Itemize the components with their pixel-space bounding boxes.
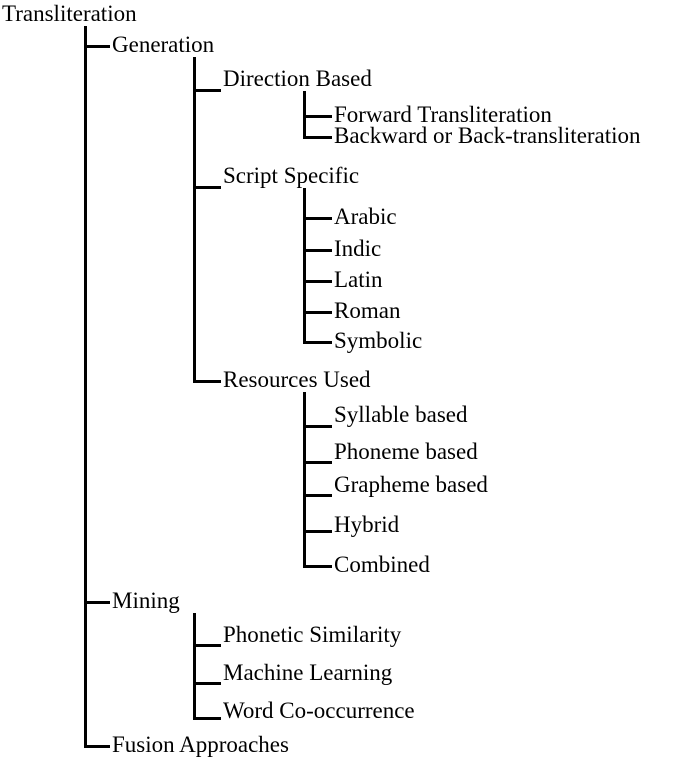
node-transliteration: Transliteration [2, 1, 137, 26]
connector-mining-to-machine-learning [193, 682, 221, 685]
node-word-cooccurrence: Word Co-occurrence [223, 698, 415, 723]
connector-root-spine [84, 26, 87, 748]
node-backward-transliteration: Backward or Back-transliteration [334, 123, 641, 148]
node-generation: Generation [112, 32, 215, 57]
node-roman: Roman [334, 298, 401, 323]
connector-root-to-mining [84, 601, 110, 604]
connector-resources-used-to-grapheme [303, 494, 332, 497]
connector-script-specific-to-symbolic [303, 341, 332, 344]
node-forward-transliteration: Forward Transliteration [334, 102, 552, 127]
connector-script-specific-to-indic [303, 249, 332, 252]
connector-generation-to-resources-used [193, 380, 221, 383]
connector-resources-used-to-phoneme [303, 461, 332, 464]
node-arabic: Arabic [334, 204, 397, 229]
connector-mining-spine [193, 613, 196, 719]
node-indic: Indic [334, 236, 382, 261]
node-combined: Combined [334, 552, 430, 577]
node-resources-used: Resources Used [223, 367, 371, 392]
connector-resources-used-spine [303, 392, 306, 567]
connector-generation-to-direction-based [193, 89, 221, 92]
node-mining: Mining [112, 588, 180, 613]
connector-mining-to-phonetic-similarity [193, 644, 221, 647]
connector-mining-to-word-cooccurrence [193, 717, 221, 720]
connector-direction-based-to-backward [303, 136, 332, 139]
node-latin: Latin [334, 267, 383, 292]
connector-resources-used-to-hybrid [303, 530, 332, 533]
connector-root-to-fusion-approaches [84, 745, 110, 748]
connector-script-specific-to-latin [303, 280, 332, 283]
connector-script-specific-to-arabic [303, 217, 332, 220]
connector-direction-based-to-forward [303, 115, 332, 118]
node-grapheme-based: Grapheme based [334, 472, 488, 497]
connector-script-specific-to-roman [303, 311, 332, 314]
node-script-specific: Script Specific [223, 163, 360, 188]
node-hybrid: Hybrid [334, 512, 400, 537]
connector-generation-spine [193, 57, 196, 383]
node-symbolic: Symbolic [334, 328, 423, 353]
connector-generation-to-script-specific [193, 186, 221, 189]
node-phonetic-similarity: Phonetic Similarity [223, 622, 402, 647]
node-phoneme-based: Phoneme based [334, 439, 478, 464]
node-direction-based: Direction Based [223, 66, 372, 91]
node-fusion-approaches: Fusion Approaches [112, 732, 289, 757]
connector-root-to-generation [84, 45, 110, 48]
connector-resources-used-to-combined [303, 565, 332, 568]
node-machine-learning: Machine Learning [223, 660, 393, 685]
connector-script-specific-spine [303, 188, 306, 343]
connector-resources-used-to-syllable [303, 425, 332, 428]
node-syllable-based: Syllable based [334, 402, 468, 427]
